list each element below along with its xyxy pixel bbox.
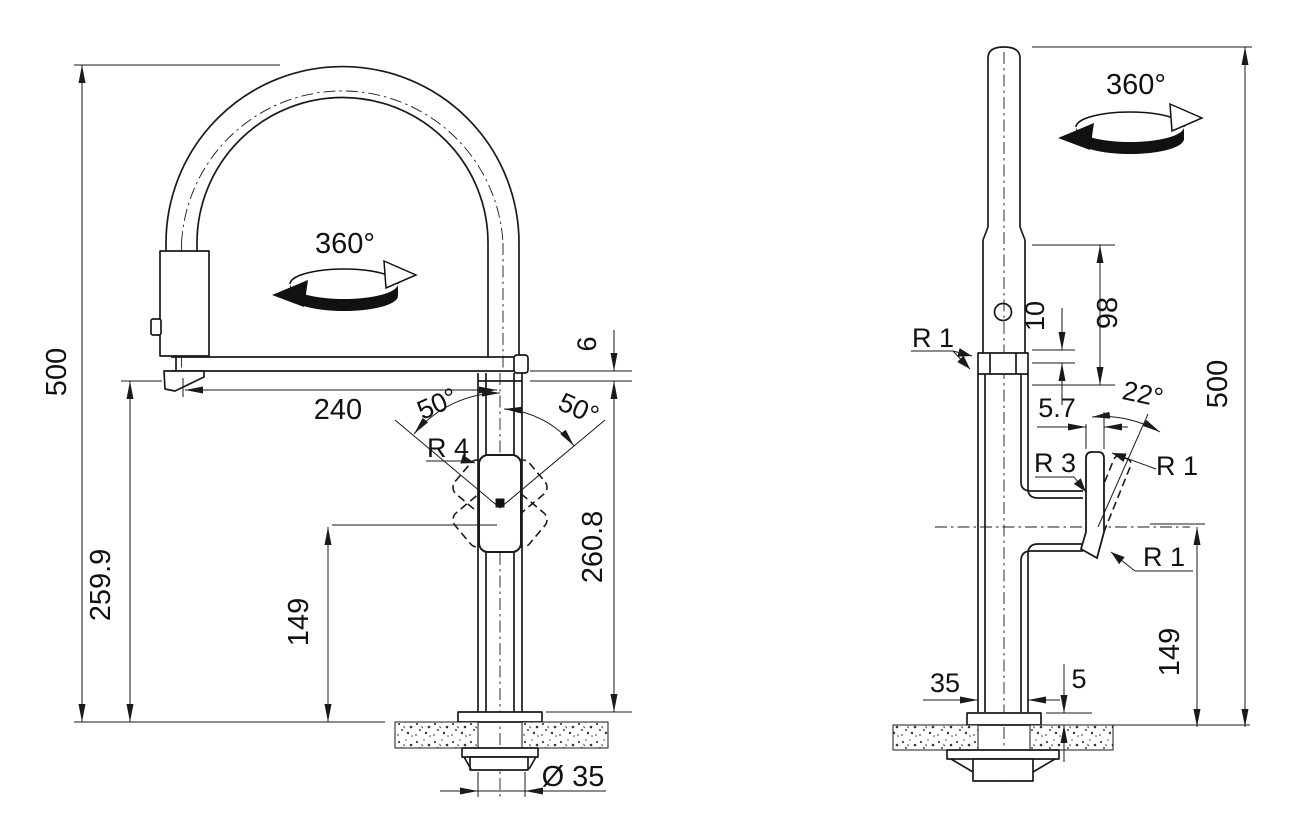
dim-handle-front-offset: 5.7 [1038, 393, 1076, 423]
dim-outlet-height: 259.9 [85, 549, 117, 622]
dim-handle-base-radius: R 3 [1034, 448, 1076, 478]
dim-clip-offset: 10 [1020, 301, 1050, 331]
dim-flange-thickness: 5 [1071, 664, 1086, 694]
countertop-front [394, 711, 609, 771]
mounting-flange-side [966, 712, 1042, 726]
dim-total-height-front: 500 [41, 348, 73, 396]
centerlines-side [935, 52, 1190, 782]
dim-deck-thickness: 6 [572, 336, 602, 351]
dim-spray-head-length: 98 [1092, 297, 1124, 329]
dim-body-height: 260.8 [577, 511, 609, 584]
handle-pivot-marker [495, 498, 505, 508]
dim-lever-bottom-radius: R 1 [1143, 542, 1185, 572]
dim-handle-height-side: 149 [1154, 628, 1186, 676]
countertop-slab-right-side [1029, 724, 1114, 751]
mounting-nut-front [469, 756, 529, 771]
deck-end-cap [513, 354, 529, 374]
handle-positions-side [1079, 451, 1132, 560]
faucet-outline-front [150, 65, 529, 712]
dim-spout-reach: 240 [314, 394, 362, 426]
collar-side [977, 352, 1029, 375]
dim-lever-top-radius: R 1 [1156, 451, 1198, 481]
lever-handle-side [1079, 451, 1105, 560]
dim-handle-tilt-angle: 22° [1120, 375, 1166, 413]
faucet-outline-side [977, 46, 1083, 712]
countertop-side [892, 712, 1250, 782]
labels-side: 360° R 1 10 98 5.7 22° R 3 R 1 R 1 149 5… [912, 69, 1234, 698]
dim-handle-radius: R 4 [427, 433, 469, 463]
dim-collar-radius: R 1 [912, 323, 954, 353]
spray-head-hole [993, 302, 1013, 322]
dimensions-front [74, 64, 632, 797]
centerlines-front [181, 90, 504, 800]
handle-positions-front [452, 454, 548, 553]
dim-swivel-left: 50° [413, 382, 463, 426]
mounting-flange-front [457, 711, 543, 723]
dimensions-side [911, 46, 1252, 762]
dim-handle-height-front: 149 [283, 598, 315, 646]
countertop-slab-left-side [892, 724, 979, 751]
dim-total-height-side: 500 [1202, 360, 1234, 408]
dim-swivel-right: 50° [554, 387, 604, 431]
front-view: 500 259.9 149 240 6 260.8 Ø 35 50° 50° R… [41, 64, 632, 800]
mounting-washer-side [946, 749, 1060, 760]
mounting-washer-front [461, 747, 539, 758]
rotation-360-icon-side [1057, 103, 1203, 155]
spray-head-front [159, 250, 210, 357]
rotation-360-icon-front [271, 260, 417, 312]
mounting-nut-side [972, 758, 1034, 782]
rotation-label-side: 360° [1106, 69, 1166, 101]
dim-hole-diameter: Ø 35 [542, 761, 605, 793]
rotation-label-front: 360° [315, 228, 375, 260]
dim-shank-width: 35 [930, 668, 960, 698]
side-view: 360° R 1 10 98 5.7 22° R 3 R 1 R 1 149 5… [892, 46, 1252, 782]
countertop-slab-left [394, 721, 479, 749]
spray-head-clip-button [150, 318, 162, 336]
spray-nozzle [163, 370, 205, 392]
countertop-slab-right [521, 721, 609, 749]
